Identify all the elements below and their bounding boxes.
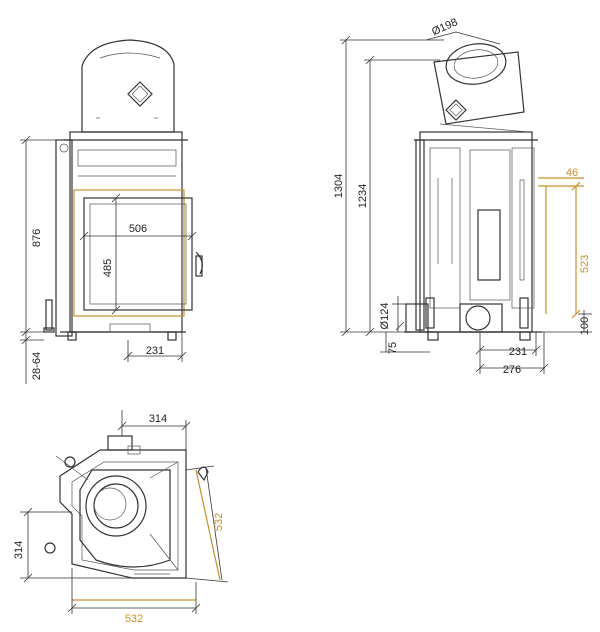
side-label-231: 231 bbox=[509, 346, 527, 358]
side-label-diameter-124: Ø124 bbox=[379, 303, 391, 330]
side-flue bbox=[433, 43, 529, 133]
plan-view: 314 314 532 532 bbox=[13, 410, 229, 625]
front-label-28-64: 28-64 bbox=[31, 352, 43, 380]
side-label-1234: 1234 bbox=[357, 184, 369, 208]
front-dimensions bbox=[20, 135, 197, 384]
plan-accent-dims bbox=[72, 469, 221, 601]
side-label-46: 46 bbox=[566, 167, 578, 179]
side-label-1304: 1304 bbox=[333, 174, 345, 198]
plan-label-314-top: 314 bbox=[149, 413, 167, 425]
side-label-276: 276 bbox=[503, 364, 521, 376]
side-body bbox=[404, 131, 542, 341]
front-door-frame bbox=[73, 189, 203, 317]
front-label-876: 876 bbox=[31, 229, 43, 247]
plan-label-532-bottom: 532 bbox=[125, 613, 143, 625]
side-accent-dims bbox=[538, 177, 584, 319]
front-label-231: 231 bbox=[146, 345, 164, 357]
side-label-523: 523 bbox=[579, 255, 591, 273]
front-view: 876 28-64 506 485 231 bbox=[20, 39, 203, 384]
front-label-506: 506 bbox=[129, 223, 147, 235]
side-label-100: 100 bbox=[579, 317, 591, 335]
front-flue-stack bbox=[81, 39, 175, 133]
front-label-485: 485 bbox=[102, 259, 114, 277]
side-view: Ø198 1304 1234 46 523 100 Ø124 75 231 27… bbox=[333, 16, 592, 376]
plan-body bbox=[44, 435, 209, 579]
plan-label-532-diag: 532 bbox=[213, 513, 225, 531]
plan-label-314-left: 314 bbox=[13, 541, 25, 559]
side-label-75: 75 bbox=[387, 342, 399, 354]
front-body bbox=[43, 131, 188, 341]
side-dimensions bbox=[340, 31, 592, 374]
plan-dimensions bbox=[20, 410, 229, 614]
